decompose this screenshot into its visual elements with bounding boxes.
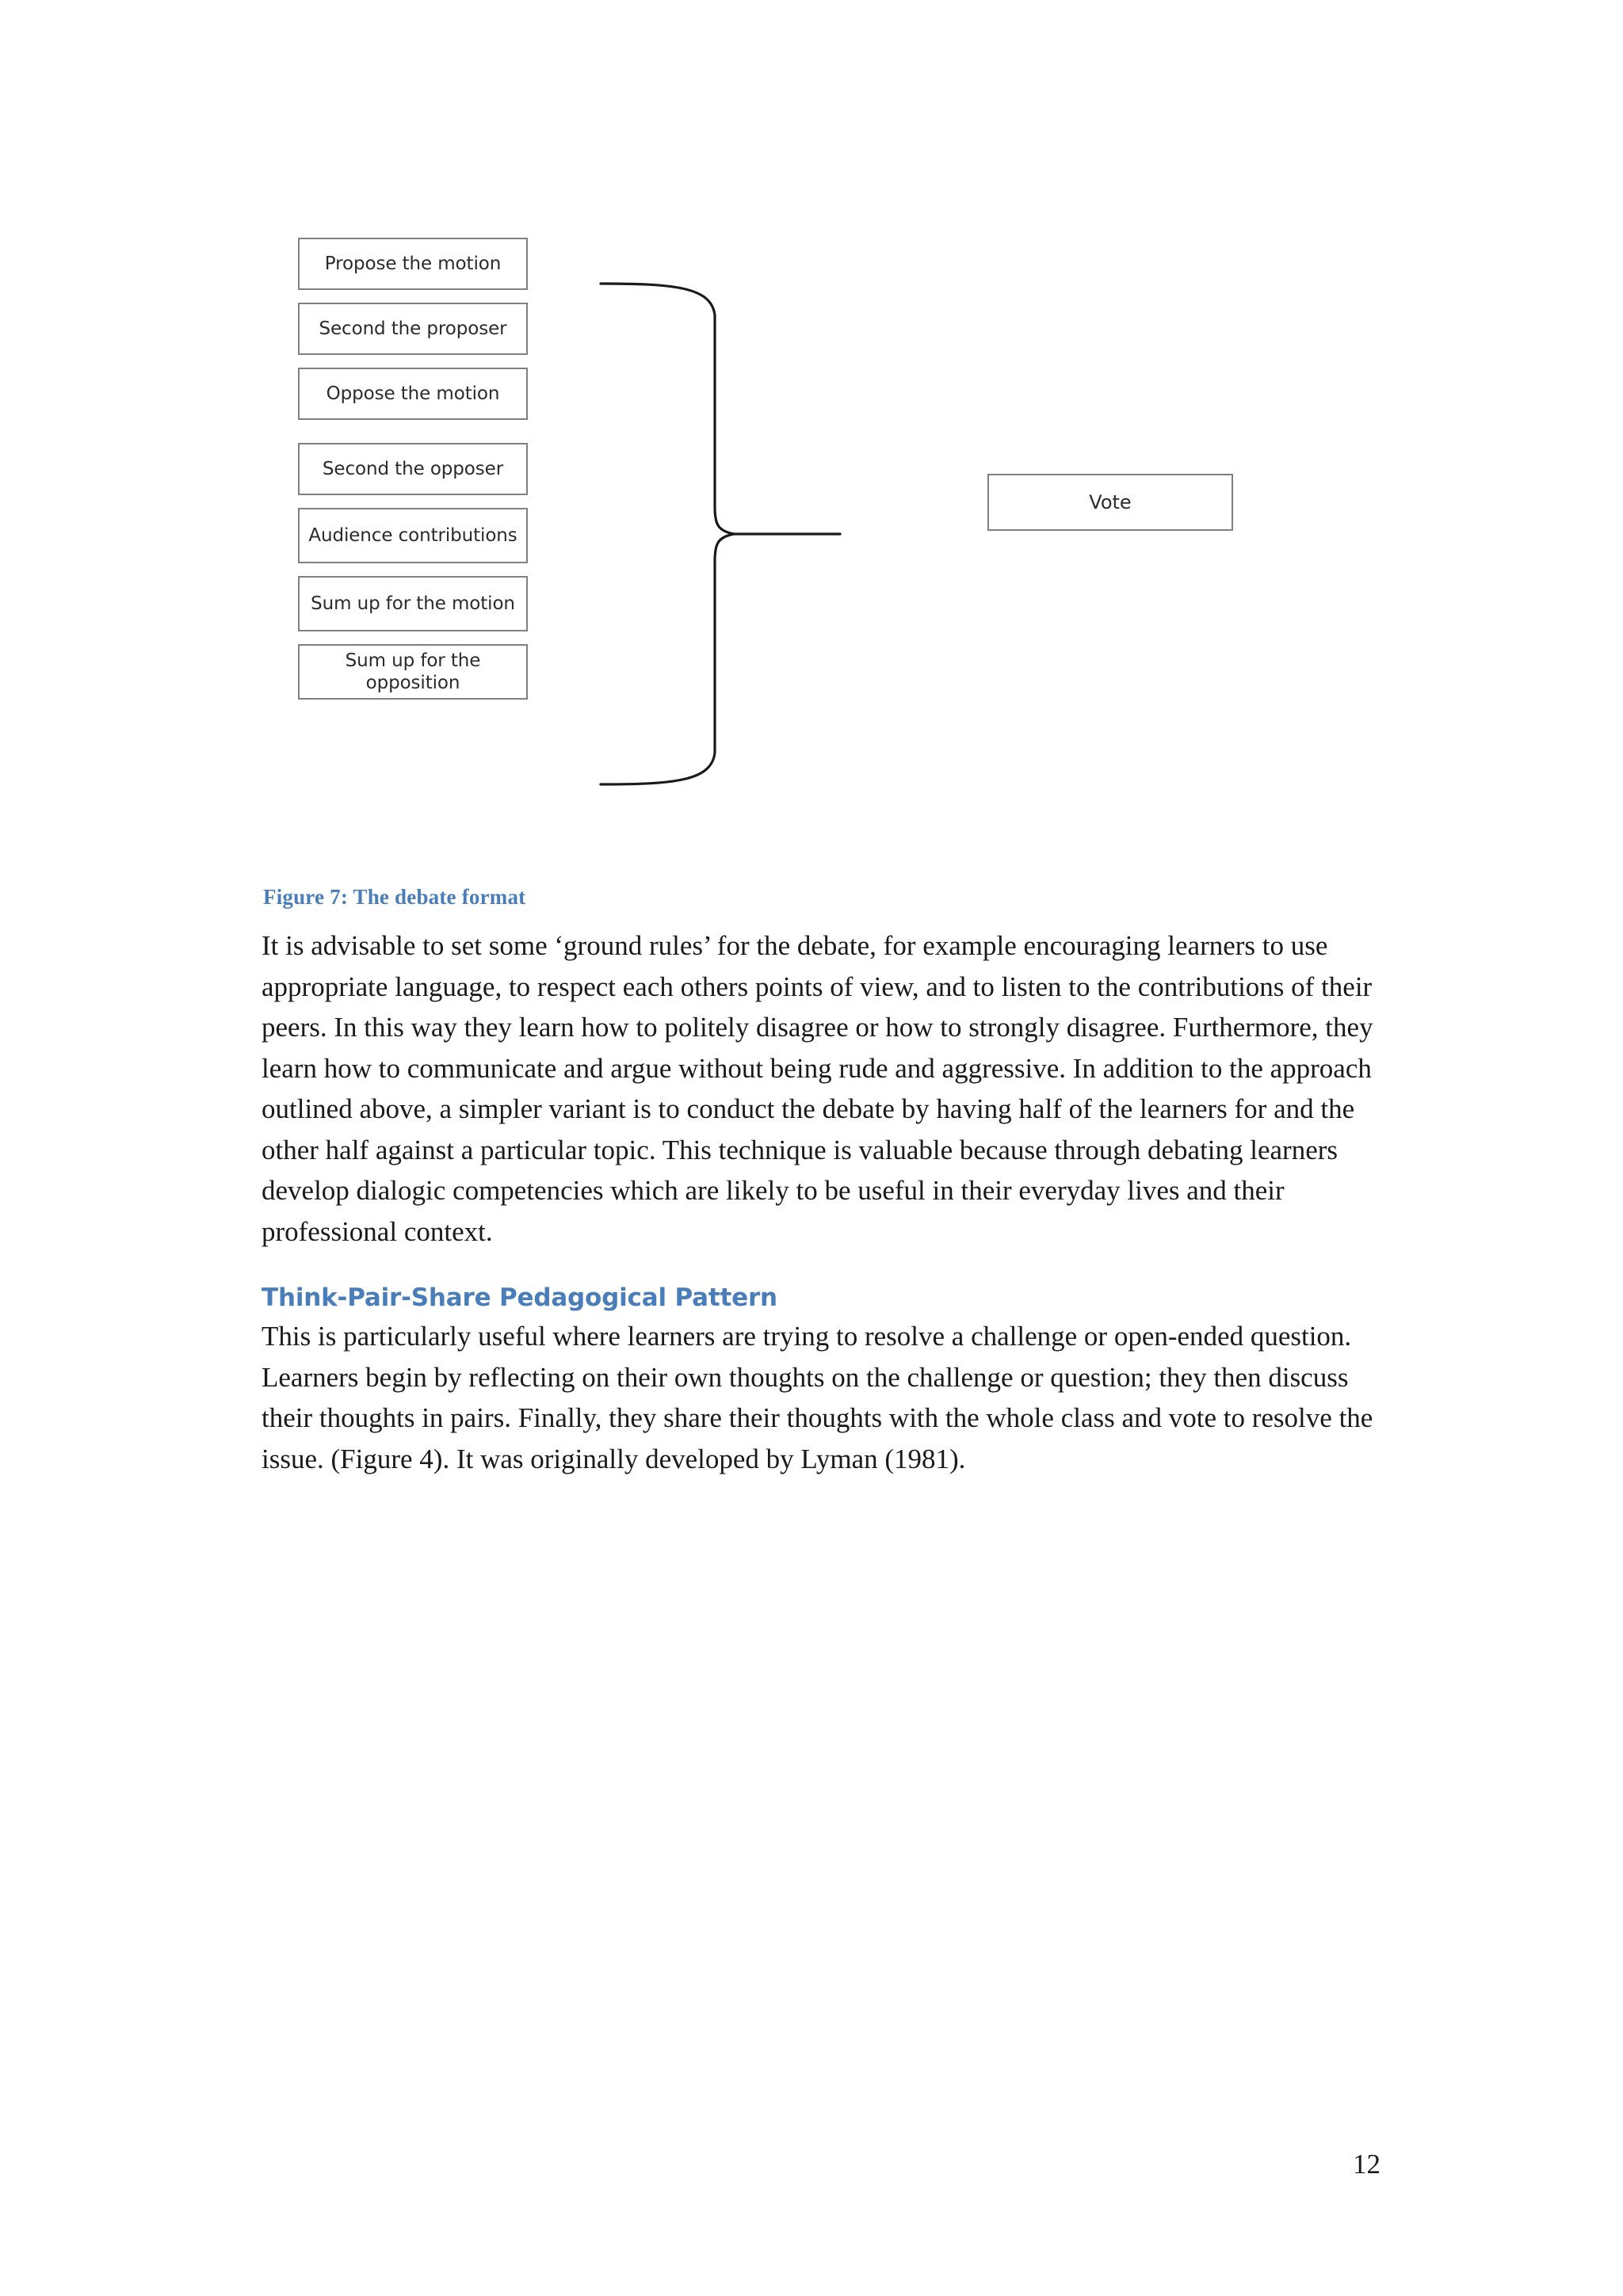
outcome-label: Vote — [1089, 491, 1132, 513]
paragraph-ground-rules: It is advisable to set some ‘ground rule… — [262, 930, 1373, 1247]
step-label: Audience contributions — [308, 524, 517, 546]
step-box-propose-the-motion: Propose the motion — [298, 238, 528, 290]
figure-caption: Figure 7: The debate format — [263, 885, 526, 909]
step-label: Propose the motion — [324, 253, 502, 274]
heading-think-pair-share: Think-Pair-Share Pedagogical Pattern — [262, 1283, 777, 1312]
spacer — [298, 290, 536, 303]
outcome-box-vote: Vote — [987, 474, 1233, 531]
step-box-sum-up-for-the-opposition: Sum up for the opposition — [298, 644, 528, 700]
spacer — [262, 1252, 1381, 1283]
spacer — [298, 563, 536, 576]
step-box-second-the-proposer: Second the proposer — [298, 303, 528, 355]
spacer — [298, 355, 536, 368]
curly-brace-connector — [599, 282, 842, 786]
paragraph-think-pair-share: This is particularly useful where learne… — [262, 1321, 1373, 1474]
step-label: Second the proposer — [319, 318, 507, 339]
debate-steps-column: Propose the motion Second the proposer O… — [298, 238, 536, 700]
figure-debate-format: Propose the motion Second the proposer O… — [262, 198, 1233, 887]
body-text-column: It is advisable to set some ‘ground rule… — [262, 925, 1381, 1479]
step-label: Oppose the motion — [326, 383, 500, 404]
step-label: Sum up for the motion — [311, 593, 515, 614]
spacer — [298, 495, 536, 508]
page-number: 12 — [1353, 2149, 1381, 2180]
step-box-second-the-opposer: Second the opposer — [298, 443, 528, 495]
step-label: Second the opposer — [322, 458, 504, 479]
step-box-oppose-the-motion: Oppose the motion — [298, 368, 528, 420]
step-box-sum-up-for-the-motion: Sum up for the motion — [298, 576, 528, 631]
spacer — [298, 420, 536, 443]
step-label: Sum up for the opposition — [345, 650, 481, 693]
step-box-audience-contributions: Audience contributions — [298, 508, 528, 563]
outcome-box-wrapper: Vote — [987, 474, 1233, 531]
spacer — [298, 631, 536, 644]
